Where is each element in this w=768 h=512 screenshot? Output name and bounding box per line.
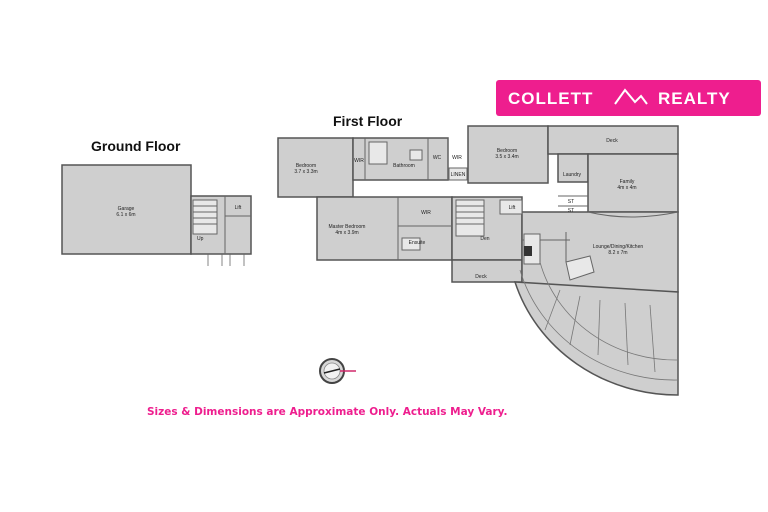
family-size: 4m x 4m [617, 185, 636, 191]
wir-left-label: WIR [354, 158, 364, 164]
deck-top-label: Deck [606, 138, 618, 144]
master-bedroom-room [316, 196, 453, 261]
curved-deck-area [513, 281, 679, 396]
roof-logo-icon [614, 88, 648, 105]
bedroom-right-label: Bedroom [497, 148, 517, 154]
garage-label: Garage [118, 206, 135, 212]
bathroom-label: Bathroom [393, 163, 415, 169]
laundry-room [557, 153, 589, 183]
deck-lower-area [451, 259, 523, 283]
brand-word-realty: REALTY [658, 89, 731, 108]
disclaimer-text: Sizes & Dimensions are Approximate Only.… [147, 406, 508, 418]
bedroom-left-label: Bedroom [296, 163, 316, 169]
lift-first-label: Lift [509, 205, 516, 211]
bedroom-right-room [467, 125, 549, 184]
lift-ground-label: Lift [235, 205, 242, 211]
master-bedroom-label: Master Bedroom [329, 224, 366, 230]
st-1-label: ST [568, 199, 574, 205]
master-bedroom-size: 4m x 3.9m [335, 230, 358, 236]
lounge-room [521, 211, 679, 293]
wir-master-label: WIR [421, 210, 431, 216]
garage-size: 6.1 x 6m [116, 212, 135, 218]
deck-lower-label: Deck [475, 274, 487, 280]
st-2-label: ST [568, 208, 574, 214]
ensuite-label: Ensuite [409, 240, 426, 246]
brand-logo: COLLETT REALTY [496, 80, 761, 116]
wir-mid-label: WIR [452, 155, 462, 161]
laundry-label: Laundry [563, 172, 582, 178]
linen-label: LINEN [451, 172, 466, 178]
family-label: Family [620, 179, 635, 185]
compass-icon [319, 358, 356, 384]
den-label: Den [480, 236, 489, 242]
wc-label: WC [433, 155, 442, 161]
up-label: Up [197, 236, 204, 242]
bedroom-right-size: 3.5 x 3.4m [495, 154, 518, 160]
garage-room [61, 164, 192, 255]
lounge-size: 8.2 x 7m [608, 250, 627, 256]
lounge-label: Lounge/Dining/Kitchen [593, 244, 644, 250]
brand-word-collett: COLLETT [508, 89, 594, 108]
ground-floor-heading: Ground Floor [91, 138, 181, 154]
bedroom-left-size: 3.7 x 3.3m [294, 169, 317, 175]
first-floor-heading: First Floor [333, 113, 403, 129]
